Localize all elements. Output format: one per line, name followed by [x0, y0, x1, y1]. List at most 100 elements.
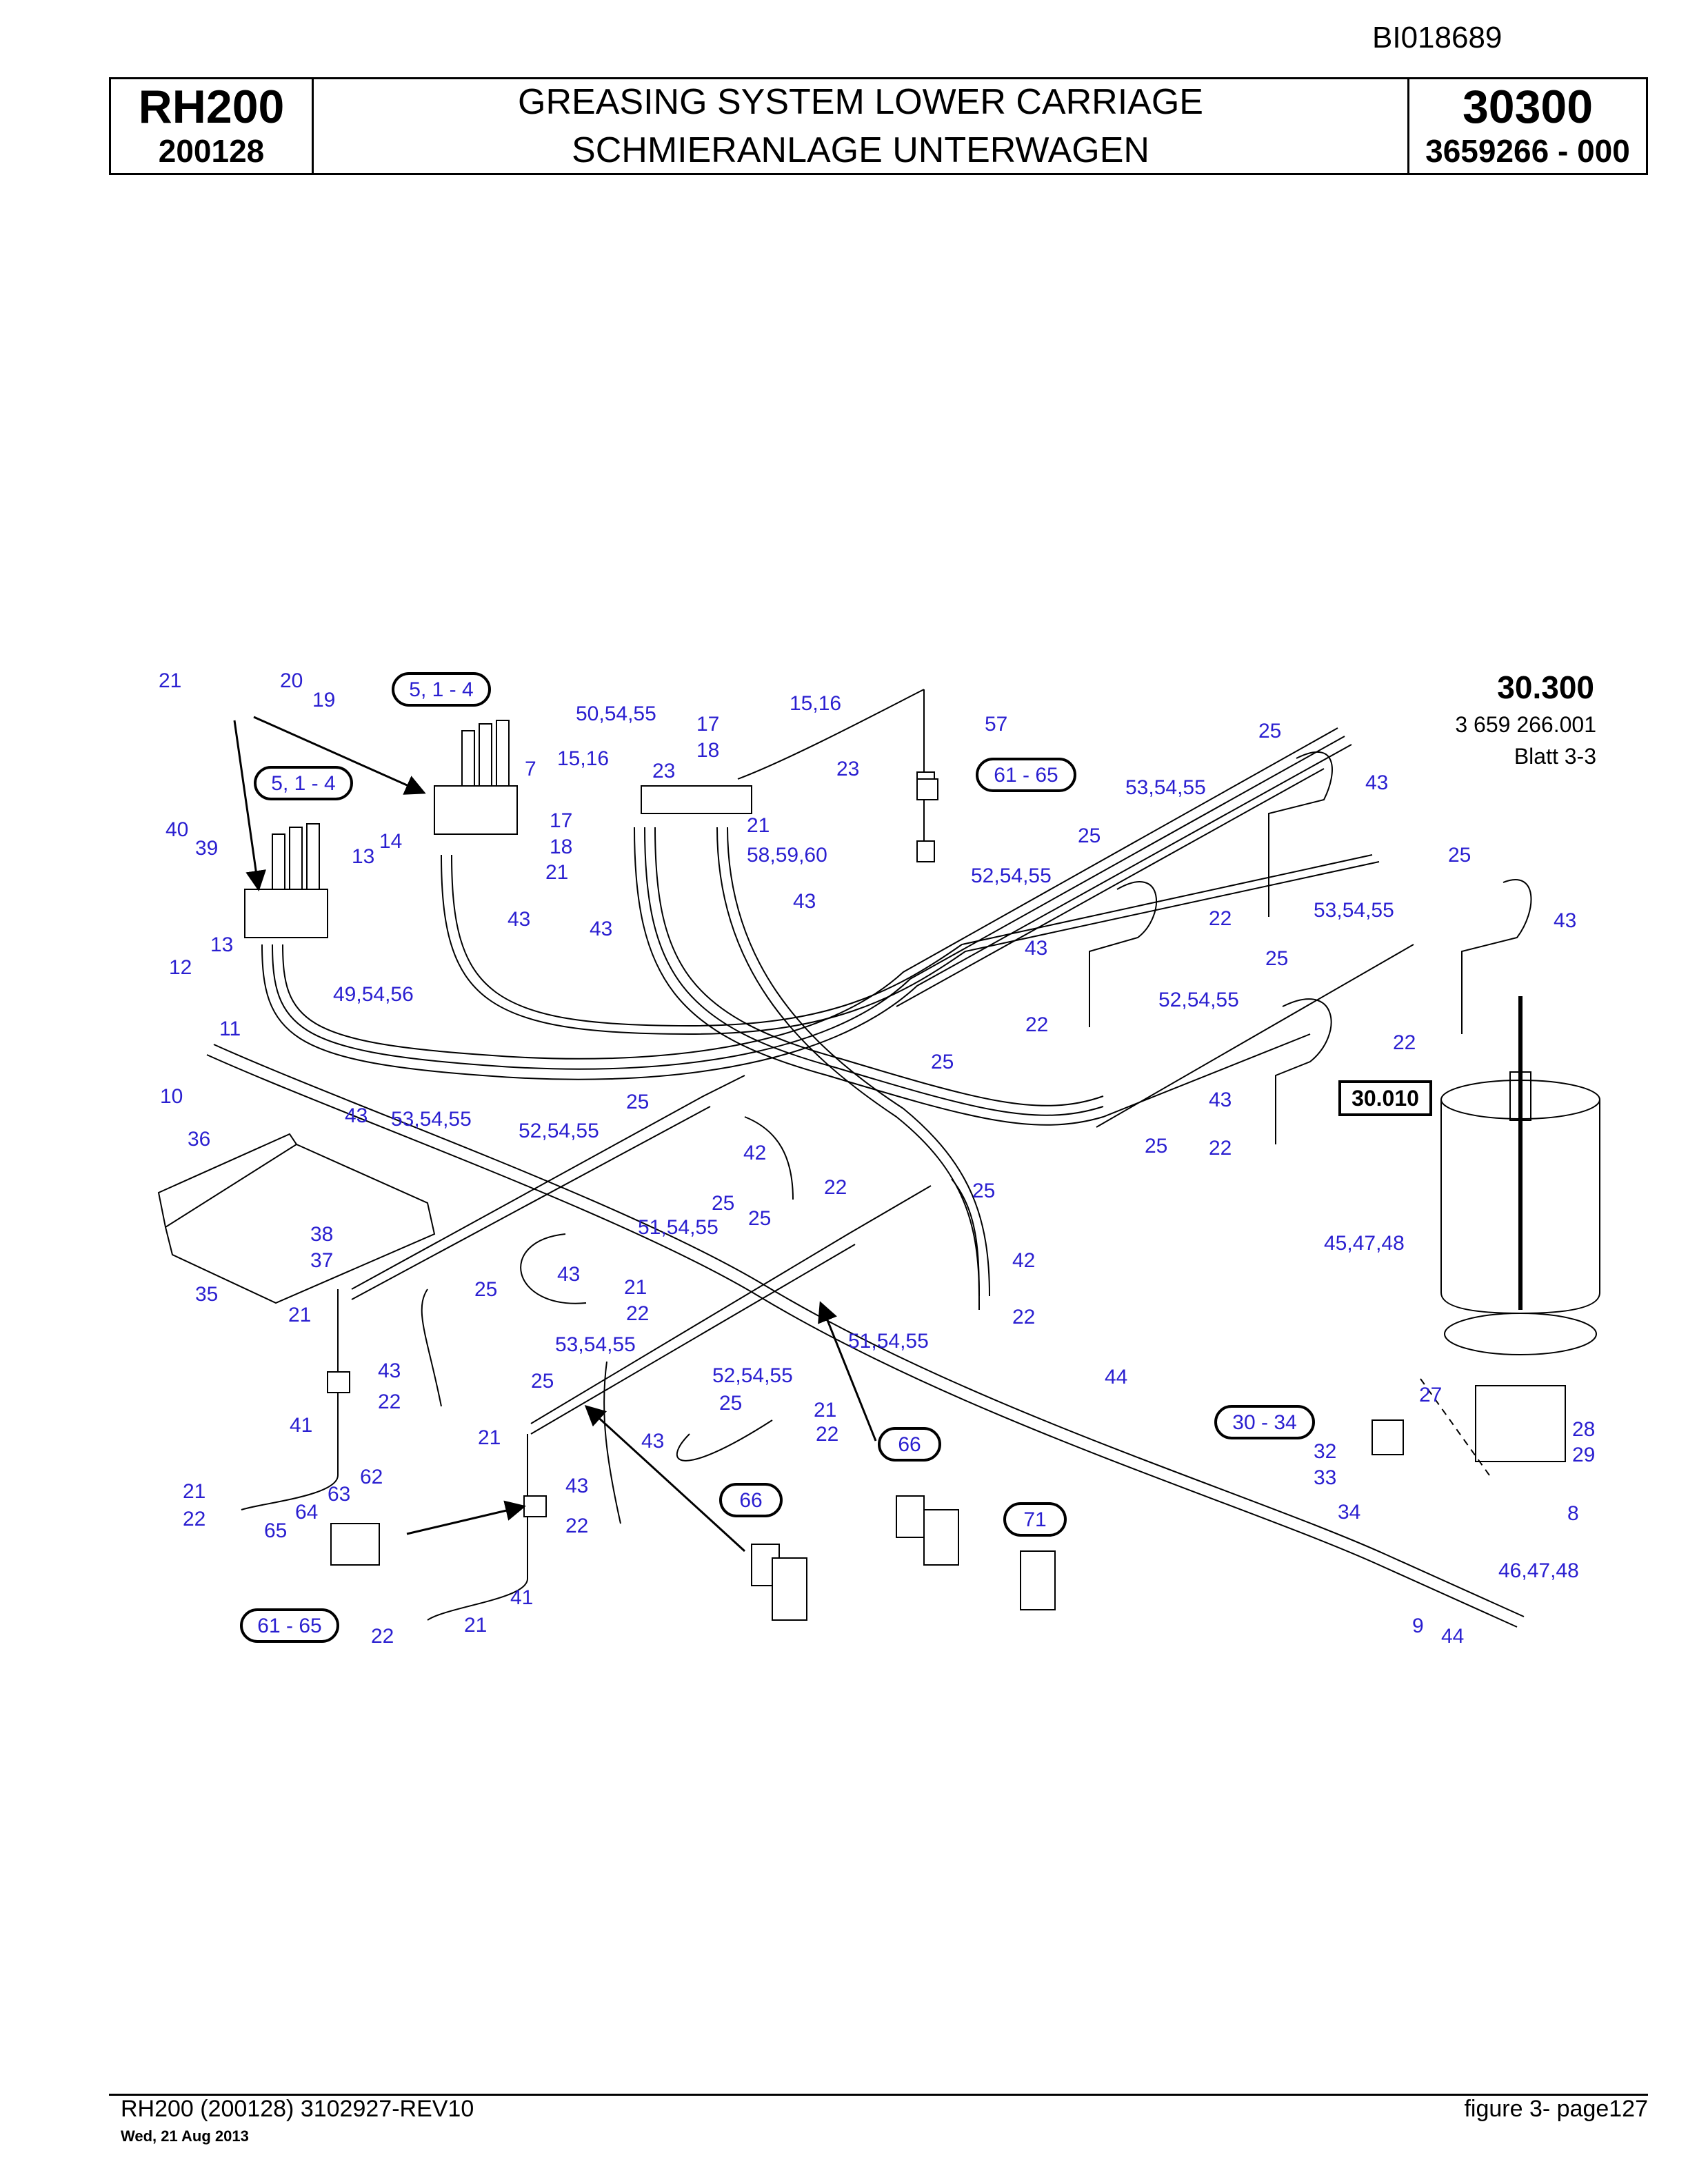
reference-box-4[interactable]: 61 - 65 [240, 1608, 339, 1643]
reference-box-9[interactable]: 30.010 [1338, 1080, 1432, 1116]
callout-label: 41 [290, 1414, 312, 1437]
callout-label: 44 [1105, 1366, 1127, 1388]
callout-label: 15,16 [557, 747, 609, 770]
reference-box-3[interactable]: 61 - 65 [976, 758, 1076, 792]
callout-label: 25 [748, 1207, 771, 1230]
callout-label: 28 [1572, 1418, 1595, 1441]
callout-label: 43 [641, 1430, 664, 1453]
callout-label: 64 [295, 1501, 318, 1524]
callout-label: 25 [1258, 720, 1281, 742]
callout-label: 43 [508, 908, 530, 931]
part-callouts: 21 20 19 40 39 13 14 13 12 49,54,56 11 1… [159, 669, 1595, 1648]
reference-box-5[interactable]: 66 [878, 1427, 941, 1462]
callout-label: 22 [378, 1391, 401, 1413]
callout-label: 21 [478, 1426, 501, 1449]
callout-label: 53,54,55 [1314, 899, 1394, 922]
footer-reference: RH200 (200128) 3102927-REV10 [121, 2096, 474, 2122]
callout-label: 19 [312, 689, 335, 711]
callout-label: 33 [1314, 1466, 1336, 1489]
document-code: BI018689 [1372, 21, 1503, 54]
reference-label-9: 30.010 [1352, 1086, 1419, 1111]
callout-label: 22 [1209, 1137, 1232, 1160]
callout-label: 43 [1025, 937, 1047, 960]
reference-box-8[interactable]: 30 - 34 [1214, 1405, 1315, 1439]
grease-barrel [1440, 996, 1600, 1355]
callout-label: 25 [719, 1392, 742, 1415]
reference-label-5: 66 [898, 1433, 921, 1456]
callout-label: 15,16 [790, 692, 841, 715]
callout-label: 12 [169, 956, 192, 979]
hose-clamps [327, 778, 1566, 1621]
callout-label: 43 [378, 1359, 401, 1382]
distributor-blocks [244, 720, 935, 938]
callout-label: 8 [1567, 1502, 1579, 1525]
hose-lines [206, 689, 1532, 1628]
callout-label: 21 [183, 1480, 205, 1503]
callout-label: 39 [195, 837, 218, 860]
callout-label: 43 [345, 1104, 368, 1127]
callout-label: 11 [219, 1018, 241, 1040]
callout-label: 43 [793, 890, 816, 913]
reference-label-7: 71 [1023, 1508, 1046, 1531]
callout-label: 25 [972, 1180, 995, 1202]
callout-label: 21 [464, 1614, 487, 1637]
callout-label: 25 [1145, 1135, 1167, 1157]
callout-label: 18 [696, 739, 719, 762]
callout-label: 43 [1554, 909, 1576, 932]
serial-label: 200128 [158, 133, 265, 169]
model-cell: RH200 200128 [111, 79, 314, 173]
title-cell: GREASING SYSTEM LOWER CARRIAGE SCHMIERAN… [314, 79, 1407, 173]
callout-label: 45,47,48 [1324, 1232, 1405, 1255]
callout-label: 27 [1419, 1384, 1442, 1406]
callout-label: 13 [210, 933, 233, 956]
title-german: SCHMIERANLAGE UNTERWAGEN [572, 130, 1149, 170]
greasing-system-diagram: 30.300 3 659 266.001 Blatt 3-3 5, 1 - 4 … [157, 669, 1600, 1648]
callout-label: 25 [626, 1091, 649, 1113]
callout-label: 57 [985, 713, 1007, 736]
callout-label: 58,59,60 [747, 844, 827, 867]
callout-label: 21 [288, 1304, 311, 1326]
callout-label: 29 [1572, 1444, 1595, 1466]
reference-box-1[interactable]: 5, 1 - 4 [392, 672, 491, 707]
callout-label: 22 [824, 1176, 847, 1199]
callout-label: 25 [474, 1278, 497, 1301]
sheet-page: Blatt 3-3 [1514, 744, 1596, 769]
reference-box-7[interactable]: 71 [1003, 1502, 1067, 1537]
callout-label: 37 [310, 1249, 333, 1272]
callout-label: 42 [1012, 1249, 1035, 1272]
model-label: RH200 [138, 81, 285, 133]
reference-label-6: 66 [739, 1489, 762, 1512]
footer-date: Wed, 21 Aug 2013 [121, 2127, 249, 2145]
callout-label: 42 [743, 1142, 766, 1164]
callout-label: 22 [816, 1423, 838, 1446]
callout-label: 34 [1338, 1501, 1360, 1524]
callout-label: 21 [159, 669, 181, 692]
callout-label: 22 [371, 1625, 394, 1648]
callout-label: 40 [165, 818, 188, 841]
callout-label: 46,47,48 [1498, 1559, 1579, 1582]
callout-label: 53,54,55 [391, 1108, 472, 1131]
callout-label: 22 [1393, 1031, 1416, 1054]
callout-label: 32 [1314, 1440, 1336, 1463]
callout-label: 21 [747, 814, 770, 837]
callout-label: 21 [814, 1399, 836, 1422]
callout-label: 22 [565, 1515, 588, 1537]
callout-label: 10 [160, 1085, 183, 1108]
reference-box-6[interactable]: 66 [719, 1483, 783, 1517]
callout-label: 43 [590, 918, 612, 940]
footer-page: figure 3- page127 [1464, 2096, 1648, 2122]
callout-label: 25 [712, 1192, 734, 1215]
callout-label: 43 [1209, 1089, 1232, 1111]
reference-box-2[interactable]: 5, 1 - 4 [254, 766, 353, 800]
callout-label: 52,54,55 [1158, 989, 1239, 1011]
callout-label: 25 [1078, 825, 1101, 847]
callout-label: 14 [379, 830, 402, 853]
callout-label: 25 [1448, 844, 1471, 867]
callout-label: 7 [525, 758, 536, 780]
callout-label: 17 [696, 713, 719, 736]
callout-label: 44 [1441, 1625, 1464, 1648]
assembly-arrows [233, 716, 877, 1553]
callout-label: 53,54,55 [555, 1333, 636, 1356]
part-number: 3659266 - 000 [1425, 133, 1630, 169]
callout-label: 38 [310, 1223, 333, 1246]
